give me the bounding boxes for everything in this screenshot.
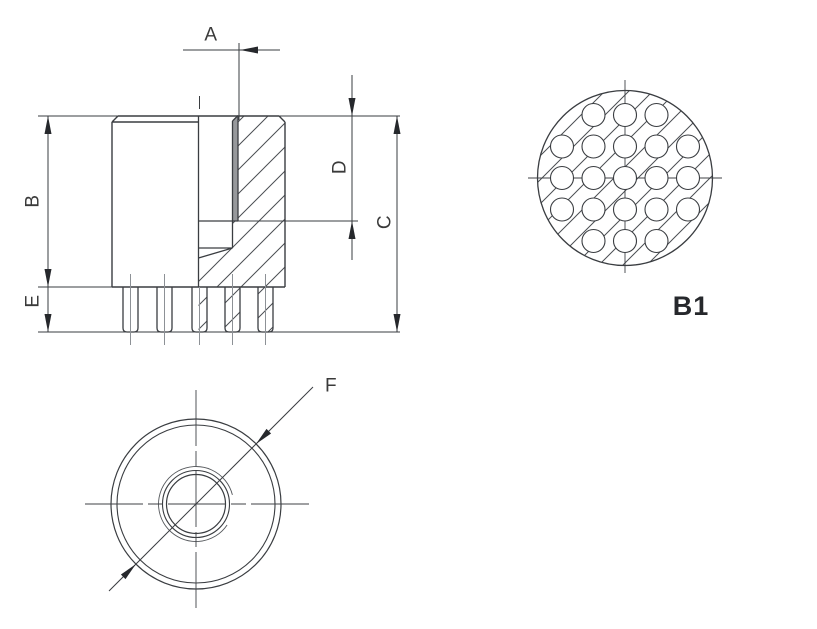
front-section-view: A B E D C — [23, 25, 401, 345]
arrow-a-icon — [240, 46, 258, 54]
thread-arc — [158, 466, 233, 542]
arrow-d-top-icon — [348, 98, 356, 116]
dim-label-c: C — [375, 215, 396, 229]
dimension-lines — [47, 43, 398, 332]
b1-hole-grid — [549, 102, 701, 254]
section-label-b1: B1 — [673, 291, 710, 321]
arrow-c-bottom-icon — [393, 314, 401, 332]
pin-centerlines — [130, 274, 266, 345]
dim-label-b: B — [23, 194, 44, 207]
arrow-c-top-icon — [393, 116, 401, 134]
dim-line-f — [108, 386, 314, 592]
bottom-view: F — [85, 376, 337, 612]
pins-outline — [122, 287, 274, 333]
cavity-outline — [197, 115, 239, 287]
arrow-f-top-icon — [256, 428, 272, 444]
arrow-b-top-icon — [44, 116, 52, 134]
dim-label-e: E — [23, 294, 44, 307]
dim-label-d: D — [330, 160, 351, 174]
thread-band — [232, 116, 238, 221]
section-view-b1: B1 — [528, 80, 722, 321]
dim-label-a: A — [204, 25, 217, 46]
arrow-f-bottom-icon — [120, 564, 136, 580]
dim-label-f: F — [325, 376, 337, 397]
arrow-d-bottom-icon — [348, 221, 356, 239]
arrow-b-bottom-icon — [44, 269, 52, 287]
arrow-e-icon — [44, 314, 52, 332]
extension-lines — [38, 115, 400, 333]
